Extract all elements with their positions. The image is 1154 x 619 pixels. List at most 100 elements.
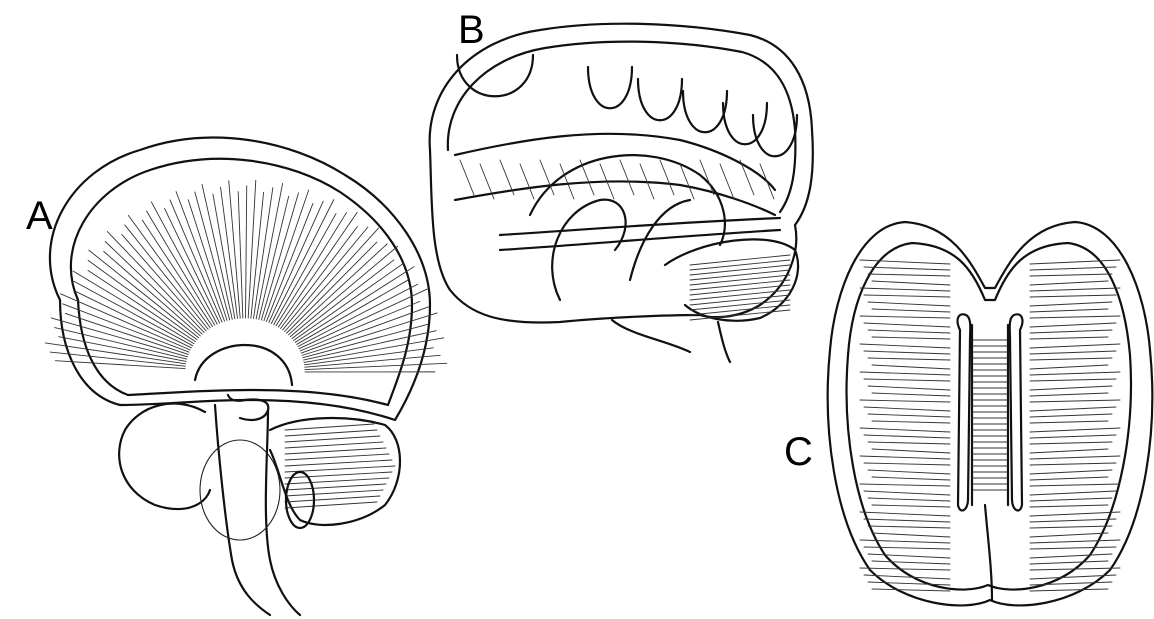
panel-a-folium (285, 424, 374, 430)
panel-b-folium (690, 255, 790, 265)
panel-c-fiber (1030, 547, 1116, 549)
panel-a-fiber (105, 241, 202, 334)
panel-c-fiber (1030, 309, 1108, 312)
panel-c-fiber (860, 512, 950, 516)
panel-c-fiber (1030, 526, 1112, 528)
panel-c-fiber (868, 330, 950, 333)
panel-c-fiber (860, 400, 950, 402)
panel-a-cerebellar-folia (285, 424, 395, 508)
panel-c-fiber (1030, 323, 1116, 327)
panel-a-folium (285, 490, 383, 496)
panel-a-fiber (304, 348, 433, 365)
panel-c-fiber (860, 344, 950, 348)
panel-c-fiber (1030, 484, 1120, 486)
panel-c-fiber (1030, 288, 1120, 291)
panel-c-fiber (872, 449, 950, 453)
panel-c-fiber (868, 274, 950, 276)
panel-c-fiber (864, 379, 950, 381)
panel-a-fiber (128, 215, 210, 328)
panel-b-folium (690, 260, 790, 270)
panel-c-septum (972, 325, 1008, 600)
panel-b-folium (690, 290, 790, 300)
panel-a-fiber (274, 214, 336, 325)
panel-b-folium (690, 275, 790, 285)
panel-a-folium (285, 460, 392, 466)
panel-a-fiber (283, 227, 368, 330)
panel-a-fiber (122, 235, 206, 331)
panel-c-fiber (868, 414, 950, 417)
panel-a-fiber (75, 291, 191, 348)
panel-label-c: C (784, 432, 813, 472)
panel-c-fiber (1030, 316, 1120, 318)
panel-a-folium (285, 430, 377, 436)
panel-a-fiber (254, 188, 273, 319)
panel-c-fiber (868, 386, 950, 390)
panel-c-fiber (864, 267, 950, 270)
panel-c-fiber (1030, 267, 1116, 270)
panel-b-folium (690, 280, 790, 290)
panel-a-pons-ring (200, 440, 280, 540)
panel-b-inner-cortex (448, 42, 796, 212)
panel-c-fiber (872, 393, 950, 396)
panel-c-fiber (868, 526, 950, 528)
panel-c-fiber (860, 260, 950, 264)
panel-b-uncinate-fasciculus (552, 200, 625, 300)
panel-b-u-fiber (638, 79, 682, 120)
panel-c-fiber (872, 281, 950, 285)
panel-a-fiber (246, 186, 247, 318)
panel-c-fiber (1030, 498, 1112, 501)
panel-b-folium (690, 270, 790, 280)
panel-label-b: B (458, 10, 485, 50)
panel-c-fiber (1030, 414, 1112, 417)
panel-c-fiber (1030, 358, 1112, 360)
panel-c-fiber (872, 309, 950, 312)
panel-b-u-fiber (588, 67, 632, 108)
panel-c-fiber (1030, 386, 1112, 390)
panel-c-fiber (1030, 561, 1108, 564)
panel-a-fiber (88, 260, 197, 339)
panel-a-folium (285, 448, 386, 454)
panel-b-folium (690, 265, 790, 275)
panel-c-fiber (868, 498, 950, 501)
panel-c-fiber (860, 484, 950, 486)
panel-c-fiber (1030, 344, 1120, 348)
panel-c-fiber (1030, 589, 1108, 591)
panel-c-fiber (868, 302, 950, 306)
panel-c-corpus-callosum (973, 340, 1007, 490)
panel-b-brainstem (612, 320, 730, 362)
panel-a-fiber (259, 196, 289, 319)
panel-a-fiber (295, 267, 414, 343)
panel-c-fiber (868, 442, 950, 444)
panel-c-fiber (872, 589, 950, 591)
panel-c-fiber (1030, 435, 1116, 438)
panel-a-folium (285, 484, 386, 490)
panel-c-fiber (864, 407, 950, 411)
panel-c-left-ventricle (958, 314, 971, 510)
panel-c-fiber-radiations (860, 260, 1120, 591)
panel-a-fiber (256, 183, 282, 318)
panel-c-fiber (872, 365, 950, 369)
panel-a-fiber (251, 192, 264, 318)
panel-c-fiber (1030, 512, 1120, 516)
panel-a-fiber (170, 200, 222, 322)
panel-c-fiber (1030, 421, 1108, 423)
panel-c-fiber (1030, 337, 1108, 339)
panel-a-fiber (51, 318, 187, 357)
panel-c-fiber (864, 491, 950, 495)
panel-c-fiber (860, 540, 950, 543)
panel-b-drawing (430, 24, 813, 362)
panel-a-fiber (248, 180, 256, 318)
panel-b-u-fibers (457, 55, 797, 156)
panel-b-folium (690, 295, 790, 305)
panel-a-thalamus (195, 345, 292, 385)
panel-a-fiber (290, 246, 397, 336)
panel-c-fiber (1030, 442, 1112, 444)
panel-c-fiber (1030, 463, 1116, 465)
panel-c-fiber (872, 337, 950, 339)
panel-c-fiber (860, 372, 950, 375)
panel-a-fiber (261, 193, 298, 320)
panel-c-fiber (1030, 554, 1112, 558)
panel-b-striation (580, 160, 594, 195)
panel-a-fiber (292, 260, 394, 339)
